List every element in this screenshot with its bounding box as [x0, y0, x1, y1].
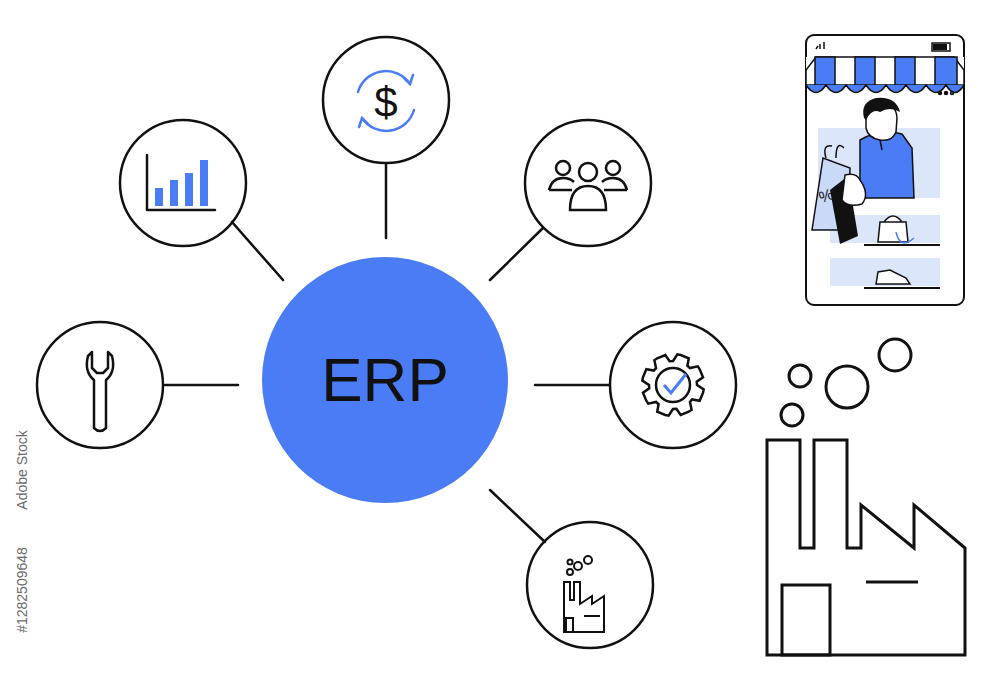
watermark: Adobe Stock — [15, 430, 29, 509]
spoke-line — [385, 164, 388, 238]
dollar-symbol: $ — [374, 82, 397, 124]
phone-shop — [806, 35, 964, 305]
icon-circle — [37, 322, 163, 448]
spoke-line — [490, 490, 545, 542]
gear-icon — [642, 354, 703, 415]
spoke-line — [165, 384, 238, 387]
spoke-line — [490, 228, 543, 280]
erp-hub-circle: ERP — [262, 257, 508, 503]
factory-icon — [564, 556, 604, 632]
spoke-line — [535, 384, 609, 387]
icon-circle — [527, 522, 653, 648]
cycle-arrows — [358, 71, 414, 131]
chart-axis — [147, 155, 215, 210]
spoke-line — [232, 222, 283, 280]
icon-circle — [525, 120, 651, 246]
chart-bars — [155, 160, 208, 206]
icon-circle — [323, 37, 449, 163]
factory-illustration — [767, 339, 965, 655]
watermark: #1282509648 — [15, 547, 29, 633]
icon-circle — [610, 322, 736, 448]
percent-symbol: % — [817, 186, 836, 206]
icon-circle — [120, 120, 246, 246]
wrench-icon — [87, 352, 113, 431]
people-icon — [549, 161, 627, 210]
hub-label: ERP — [321, 349, 448, 411]
gear-outline — [642, 354, 703, 415]
